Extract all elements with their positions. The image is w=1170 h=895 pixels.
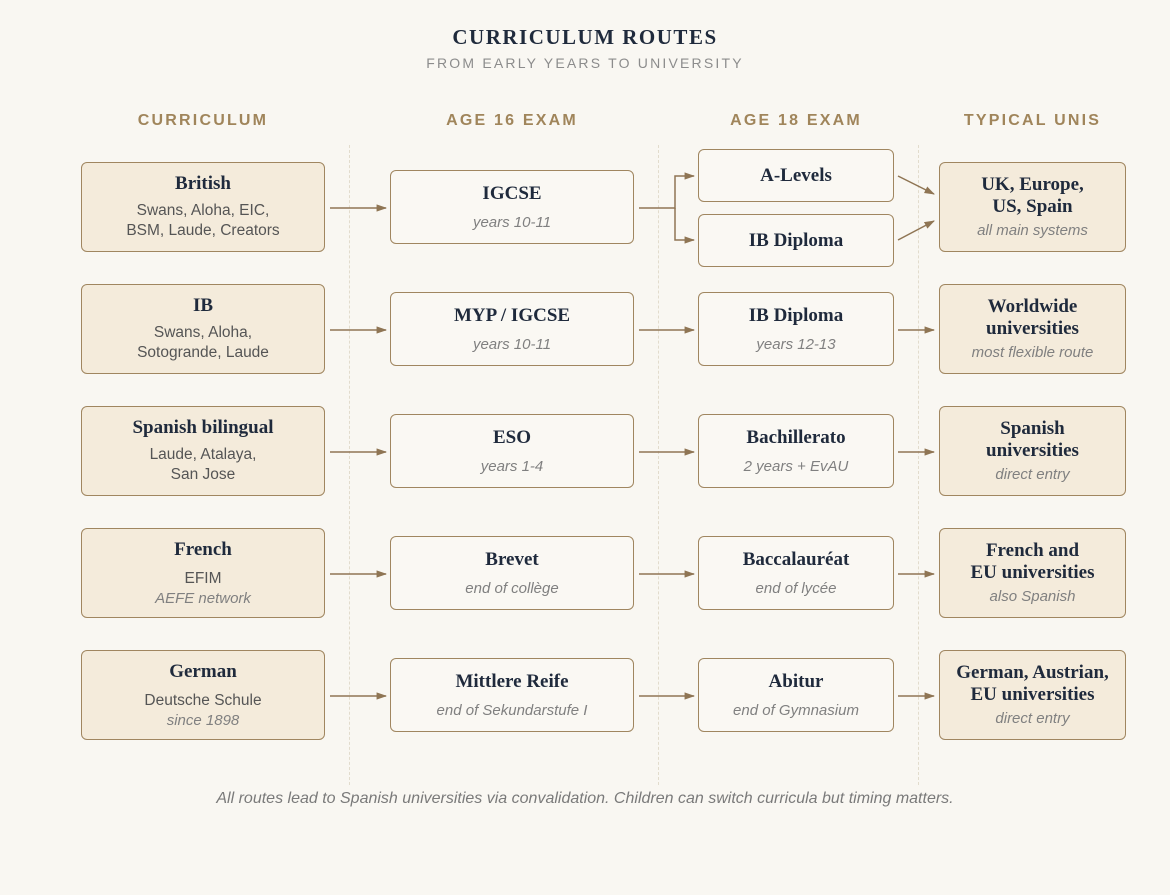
exam-name: Mittlere Reife — [455, 670, 569, 692]
unis-name: Spanish universities — [986, 418, 1079, 462]
arrow-age18-to-unis — [897, 175, 935, 195]
column-header-age18: AGE 18 EXAM — [730, 112, 862, 129]
schools-line: Deutsche Schule — [144, 691, 262, 709]
curriculum-schools: Swans, Aloha, EIC, BSM, Laude, Creators — [126, 201, 279, 241]
exam-name: Abitur — [768, 670, 824, 692]
unis-name-line: universities — [986, 440, 1079, 461]
schools-line: BSM, Laude, Creators — [126, 222, 280, 239]
unis-name: German, Austrian, EU universities — [956, 662, 1109, 706]
curriculum-note: AEFE network — [155, 589, 251, 607]
arrow-age18-to-unis — [897, 220, 935, 241]
exam-name: MYP / IGCSE — [453, 304, 571, 326]
age16-box-brevet: Brevet end of collège — [390, 536, 634, 610]
exam-name: Brevet — [485, 548, 539, 570]
exam-note: end of Sekundarstufe I — [436, 701, 588, 719]
age18-box-ib-diploma: IB Diploma years 12-13 — [698, 292, 894, 366]
exam-name: A-Levels — [760, 164, 832, 186]
column-header-unis: TYPICAL UNIS — [963, 112, 1102, 129]
exam-note: years 10-11 — [472, 213, 552, 231]
unis-note: most flexible route — [971, 344, 1094, 361]
curriculum-box-ib: IB Swans, Aloha, Sotogrande, Laude — [81, 284, 325, 374]
unis-name: French and EU universities — [970, 540, 1094, 584]
arrow-branch-to-age18 — [674, 208, 696, 244]
unis-name-line: French and — [985, 540, 1080, 561]
unis-name-line: universities — [986, 318, 1079, 339]
age16-box-myp-igcse: MYP / IGCSE years 10-11 — [390, 292, 634, 366]
age16-box-eso: ESO years 1-4 — [390, 414, 634, 488]
curriculum-name: British — [175, 173, 231, 194]
page-subtitle: FROM EARLY YEARS TO UNIVERSITY — [426, 55, 744, 71]
unis-name: Worldwide universities — [986, 296, 1079, 340]
unis-box-uk-europe: UK, Europe, US, Spain all main systems — [939, 162, 1126, 252]
exam-note: end of Gymnasium — [733, 701, 859, 719]
curriculum-box-british: British Swans, Aloha, EIC, BSM, Laude, C… — [81, 162, 325, 252]
curriculum-schools: EFIM — [184, 569, 221, 589]
curriculum-name: German — [169, 660, 237, 682]
exam-name: Bachillerato — [746, 426, 846, 448]
unis-name-line: UK, Europe, — [981, 174, 1084, 195]
footer-note: All routes lead to Spanish universities … — [216, 790, 954, 807]
unis-name-line: US, Spain — [992, 196, 1073, 217]
schools-line: EFIM — [184, 569, 222, 587]
unis-name-line: German, Austrian, — [956, 662, 1109, 683]
unis-box-french-eu: French and EU universities also Spanish — [939, 528, 1126, 618]
curriculum-name: French — [174, 538, 232, 560]
column-header-age16: AGE 16 EXAM — [446, 112, 578, 129]
exam-name: IB Diploma — [748, 304, 844, 326]
page-title: CURRICULUM ROUTES — [452, 25, 718, 49]
unis-name-line: EU universities — [970, 684, 1095, 705]
unis-box-worldwide: Worldwide universities most flexible rou… — [939, 284, 1126, 374]
curriculum-schools: Laude, Atalaya, San Jose — [150, 445, 257, 485]
age18-box-a-levels: A-Levels — [698, 149, 894, 202]
unis-name: UK, Europe, US, Spain — [981, 174, 1084, 218]
unis-box-spanish: Spanish universities direct entry — [939, 406, 1126, 496]
column-header-curriculum: CURRICULUM — [137, 112, 269, 129]
exam-note: end of lycée — [755, 579, 837, 597]
schools-line: Swans, Aloha, — [153, 324, 253, 341]
exam-name: Baccalauréat — [742, 548, 850, 570]
exam-note: end of collège — [465, 579, 559, 597]
curriculum-name: IB — [192, 295, 214, 316]
curriculum-note: since 1898 — [166, 711, 240, 729]
arrow-branch-to-age18 — [639, 172, 696, 209]
curriculum-box-german: German Deutsche Schule since 1898 — [81, 650, 325, 740]
exam-note: years 12-13 — [756, 335, 836, 353]
unis-name-line: Worldwide — [987, 296, 1078, 317]
exam-name: IB Diploma — [748, 229, 844, 251]
curriculum-schools: Swans, Aloha, Sotogrande, Laude — [137, 323, 269, 363]
exam-note: years 10-11 — [472, 335, 552, 353]
unis-note: direct entry — [995, 466, 1070, 483]
column-divider — [349, 145, 350, 785]
age16-box-mittlere-reife: Mittlere Reife end of Sekundarstufe I — [390, 658, 634, 732]
exam-name: ESO — [492, 426, 532, 448]
unis-name-line: EU universities — [970, 562, 1095, 583]
unis-note: all main systems — [977, 222, 1088, 239]
age18-box-baccalaureat: Baccalauréat end of lycée — [698, 536, 894, 610]
curriculum-box-french: French EFIM AEFE network — [81, 528, 325, 618]
unis-name-line: Spanish — [1000, 418, 1065, 439]
age16-box-igcse: IGCSE years 10-11 — [390, 170, 634, 244]
age18-box-abitur: Abitur end of Gymnasium — [698, 658, 894, 732]
column-divider — [918, 145, 919, 785]
exam-note: years 1-4 — [480, 457, 544, 475]
curriculum-name: Spanish bilingual — [132, 417, 274, 438]
unis-box-german-austrian: German, Austrian, EU universities direct… — [939, 650, 1126, 740]
curriculum-box-spanish-bilingual: Spanish bilingual Laude, Atalaya, San Jo… — [81, 406, 325, 496]
unis-note: direct entry — [995, 710, 1070, 727]
schools-line: San Jose — [170, 466, 236, 483]
curriculum-schools: Deutsche Schule — [144, 691, 261, 711]
schools-line: Laude, Atalaya, — [149, 446, 257, 463]
unis-note: also Spanish — [989, 588, 1076, 605]
age18-box-bachillerato: Bachillerato 2 years + EvAU — [698, 414, 894, 488]
schools-line: Sotogrande, Laude — [137, 344, 269, 361]
exam-name: IGCSE — [482, 182, 542, 204]
column-divider — [658, 145, 659, 785]
exam-note: 2 years + EvAU — [743, 457, 849, 475]
age18-box-ib-diploma: IB Diploma — [698, 214, 894, 267]
schools-line: Swans, Aloha, EIC, — [136, 202, 270, 219]
